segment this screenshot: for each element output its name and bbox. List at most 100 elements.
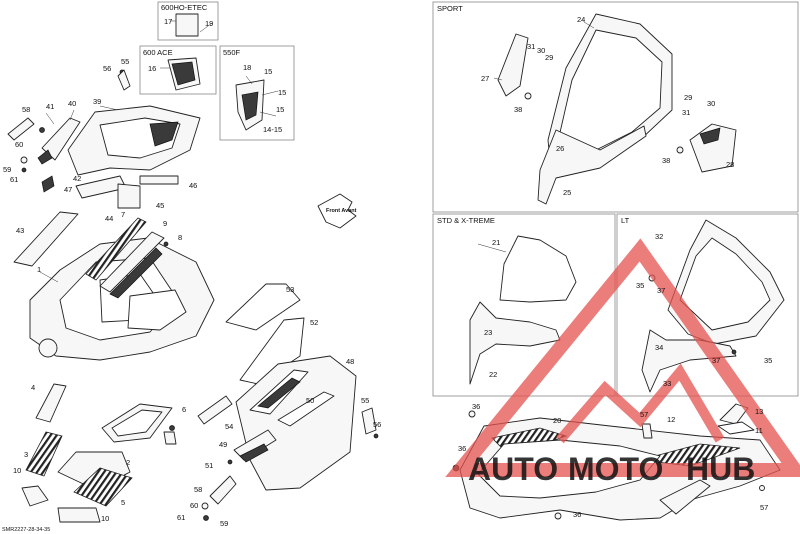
callout-15: 15 bbox=[278, 88, 286, 97]
callout-27: 27 bbox=[481, 74, 489, 83]
main-hood-1 bbox=[13, 211, 215, 361]
callout-41: 41 bbox=[46, 102, 54, 111]
callout-26: 26 bbox=[556, 144, 564, 153]
callout-35: 35 bbox=[636, 281, 644, 290]
callout-37: 37 bbox=[657, 286, 665, 295]
callout-29: 29 bbox=[545, 53, 553, 62]
callout-13: 13 bbox=[755, 407, 763, 416]
callout-31: 31 bbox=[682, 108, 690, 117]
callout-58: 58 bbox=[22, 105, 30, 114]
callout-16: 16 bbox=[148, 64, 156, 73]
callout-47: 47 bbox=[64, 185, 72, 194]
callout-35: 35 bbox=[764, 356, 772, 365]
callout-19: 19 bbox=[205, 19, 213, 28]
box-label-lt: LT bbox=[621, 216, 630, 225]
callout-23: 23 bbox=[484, 328, 492, 337]
callout-59: 59 bbox=[220, 519, 228, 528]
box-label-600ho-etec: 600HO-ETEC bbox=[161, 3, 208, 12]
box-sport: SPORT bbox=[432, 1, 799, 213]
callout-50: 50 bbox=[306, 396, 314, 405]
box-600-ace: 600 ACE bbox=[139, 45, 217, 95]
callout-58: 58 bbox=[194, 485, 202, 494]
callout-9: 9 bbox=[163, 219, 167, 228]
callout-40: 40 bbox=[68, 99, 76, 108]
callout-21: 21 bbox=[492, 238, 500, 247]
box-label-600-ace: 600 ACE bbox=[143, 48, 173, 57]
automotohub-watermark: AUTO MOTO HUB bbox=[445, 238, 800, 487]
side-panel-assembly bbox=[7, 69, 201, 209]
callout-61: 61 bbox=[10, 175, 18, 184]
callout-36: 36 bbox=[458, 444, 466, 453]
callout-10: 10 bbox=[13, 466, 21, 475]
callout-labels: 17 19 16 55 56 18 15 15 15 14-15 58 41 4… bbox=[3, 15, 772, 528]
callout-10: 10 bbox=[101, 514, 109, 523]
callout-48: 48 bbox=[346, 357, 354, 366]
callout-28: 28 bbox=[726, 160, 734, 169]
callout-36: 36 bbox=[472, 402, 480, 411]
box-label-std-xtreme: STD & X-TREME bbox=[437, 216, 495, 225]
lt-windshield bbox=[641, 219, 785, 393]
callout-57: 57 bbox=[760, 503, 768, 512]
box-label-550f: 550F bbox=[223, 48, 241, 57]
callout-29: 29 bbox=[684, 93, 692, 102]
callout-2: 2 bbox=[126, 458, 130, 467]
callout-42: 42 bbox=[73, 174, 81, 183]
sport-windshield bbox=[493, 13, 737, 205]
callout-34: 34 bbox=[655, 343, 663, 352]
center-panels bbox=[197, 283, 379, 521]
callout-18: 18 bbox=[243, 63, 251, 72]
watermark-moto: MOTO bbox=[568, 451, 663, 487]
callout-51: 51 bbox=[205, 461, 213, 470]
callout-45: 45 bbox=[156, 201, 164, 210]
callout-15: 15 bbox=[276, 105, 284, 114]
callout-59: 59 bbox=[3, 165, 11, 174]
callout-38: 38 bbox=[662, 156, 670, 165]
callout-6: 6 bbox=[182, 405, 186, 414]
callout-56: 56 bbox=[373, 420, 381, 429]
watermark-hub: HUB bbox=[686, 451, 755, 487]
lower-vents bbox=[21, 383, 177, 523]
callout-7: 7 bbox=[121, 210, 125, 219]
callout-15: 15 bbox=[264, 67, 272, 76]
std-windshield bbox=[469, 235, 577, 385]
callout-57: 57 bbox=[640, 410, 648, 419]
callout-56: 56 bbox=[103, 64, 111, 73]
callout-31: 31 bbox=[527, 42, 535, 51]
callout-61: 61 bbox=[177, 513, 185, 522]
callout-25: 25 bbox=[563, 188, 571, 197]
callout-43: 43 bbox=[16, 226, 24, 235]
callout-55: 55 bbox=[361, 396, 369, 405]
callout-8: 8 bbox=[178, 233, 182, 242]
front-arrow-label: Front Avant bbox=[326, 208, 357, 214]
callout-24: 24 bbox=[577, 15, 585, 24]
callout-37: 37 bbox=[712, 356, 720, 365]
callout-36: 36 bbox=[573, 510, 581, 519]
box-lt: LT bbox=[616, 213, 799, 397]
callout-49: 49 bbox=[219, 440, 227, 449]
callout-46: 46 bbox=[189, 181, 197, 190]
watermark-auto: AUTO bbox=[468, 451, 558, 487]
box-600ho-etec: 600HO-ETEC bbox=[157, 1, 219, 41]
callout-32: 32 bbox=[655, 232, 663, 241]
callout-3: 3 bbox=[24, 450, 28, 459]
front-arrow: Front Avant bbox=[317, 193, 357, 229]
callout-54: 54 bbox=[225, 422, 233, 431]
callout-11: 11 bbox=[755, 426, 763, 435]
callout-30: 30 bbox=[537, 46, 545, 55]
callout-39: 39 bbox=[93, 97, 101, 106]
callout-38: 38 bbox=[514, 105, 522, 114]
callout-20: 20 bbox=[553, 416, 561, 425]
callout-5: 5 bbox=[121, 498, 125, 507]
callout-53: 53 bbox=[286, 285, 294, 294]
drawing-code: SMR2227-28-34-35 bbox=[2, 527, 50, 533]
callout-60: 60 bbox=[15, 140, 23, 149]
callout-44: 44 bbox=[105, 214, 113, 223]
callout-1: 1 bbox=[37, 265, 41, 274]
callout-52: 52 bbox=[310, 318, 318, 327]
callout-4: 4 bbox=[31, 383, 35, 392]
box-label-sport: SPORT bbox=[437, 4, 463, 13]
box-550f: 550F bbox=[219, 45, 295, 141]
callout-33: 33 bbox=[663, 379, 671, 388]
callout-60: 60 bbox=[190, 501, 198, 510]
